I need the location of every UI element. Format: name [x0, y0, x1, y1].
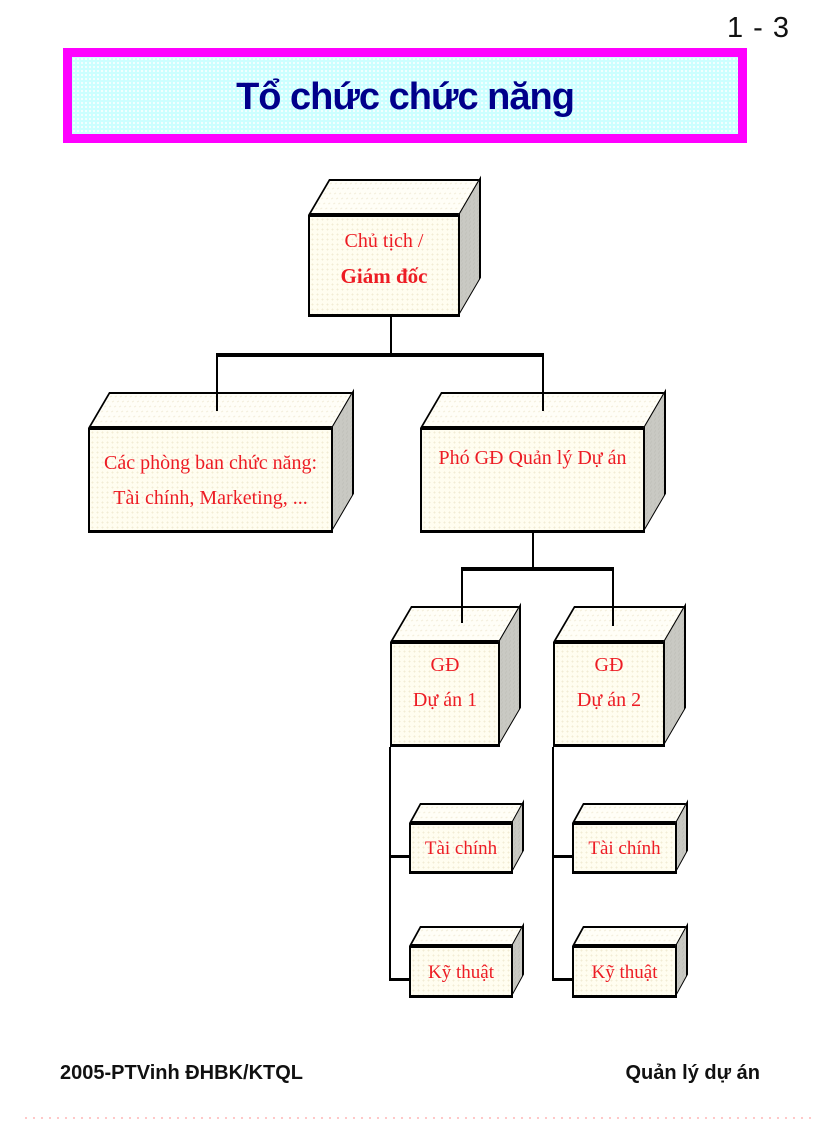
connector-level3-bar: [461, 567, 614, 571]
project1-director-line1: GĐ: [430, 653, 460, 676]
box-front-face: [572, 946, 677, 998]
functional-label-line2: Tài chính, Marketing, ...: [113, 486, 308, 509]
deputy-pm-label-line1: Phó GĐ Quản lý Dự án: [438, 447, 627, 469]
connector-project2-trunk: [552, 747, 554, 981]
box-front-face: [572, 823, 677, 874]
box-top-face: [409, 926, 524, 946]
connector-project1-drop: [461, 569, 463, 623]
president-label-line1: Chủ tịch /: [344, 230, 424, 252]
box-front-face: [409, 823, 513, 874]
connector-project1-finance-stub: [390, 855, 409, 858]
connector-project2-finance-stub: [553, 855, 572, 858]
president-label-line2: Giám đốc: [340, 264, 428, 288]
connector-project1-technical-stub: [390, 978, 409, 981]
project2-director-line1: GĐ: [594, 653, 624, 676]
project1-finance-line1: Tài chính: [424, 838, 498, 859]
project1-director-line2: Dự án 1: [412, 688, 478, 711]
box-front-face: [420, 428, 645, 533]
box-front-face: [553, 642, 665, 747]
page-number: 1 - 3: [726, 12, 790, 44]
functional-departments-label: Các phòng ban chức năng: Tài chính, Mark…: [88, 428, 333, 533]
box-front-face: [88, 428, 333, 533]
deputy-pm-label: Phó GĐ Quản lý Dự án: [420, 428, 645, 533]
project2-director-line2: Dự án 2: [576, 688, 642, 711]
connector-functional-drop: [216, 355, 218, 411]
connector-project1-trunk: [389, 747, 391, 981]
connector-deputy-pm-drop: [542, 355, 544, 411]
connector-project2-drop: [612, 569, 614, 626]
footer-author: 2005-PTVinh ĐHBK/KTQL: [60, 1062, 303, 1084]
project1-technical-line1: Kỹ thuật: [428, 961, 494, 983]
box-top-face: [409, 803, 524, 823]
box-top-face: [308, 179, 482, 215]
president-label: Chủ tịch / Giám đốc: [308, 215, 460, 317]
box-top-face: [572, 926, 688, 946]
project2-finance-line1: Tài chính: [588, 838, 661, 859]
connector-level2-bar: [216, 353, 544, 357]
functional-label-line1: Các phòng ban chức năng:: [104, 451, 317, 474]
footer-dotted-rule: [25, 1117, 816, 1119]
connector-president-drop: [390, 317, 392, 354]
box-front-face: [409, 946, 513, 998]
footer-course: Quản lý dự án: [625, 1062, 760, 1084]
connector-deputy-pm-trunk: [532, 533, 534, 569]
box-front-face: [308, 215, 460, 317]
project2-finance-label: Tài chính: [572, 823, 677, 874]
project2-director-label: GĐ Dự án 2: [553, 642, 665, 747]
box-top-face: [88, 392, 355, 428]
box-front-face: [390, 642, 500, 747]
project1-director-label: GĐ Dự án 1: [390, 642, 500, 747]
title-bar: Tổ chức chức năng: [63, 48, 747, 143]
connector-project2-technical-stub: [553, 978, 572, 981]
project2-technical-label: Kỹ thuật: [572, 946, 677, 998]
project1-finance-label: Tài chính: [409, 823, 513, 874]
slide-title: Tổ chức chức năng: [236, 76, 575, 118]
box-top-face: [572, 803, 688, 823]
project2-technical-line1: Kỹ thuật: [591, 961, 658, 983]
project1-technical-label: Kỹ thuật: [409, 946, 513, 998]
